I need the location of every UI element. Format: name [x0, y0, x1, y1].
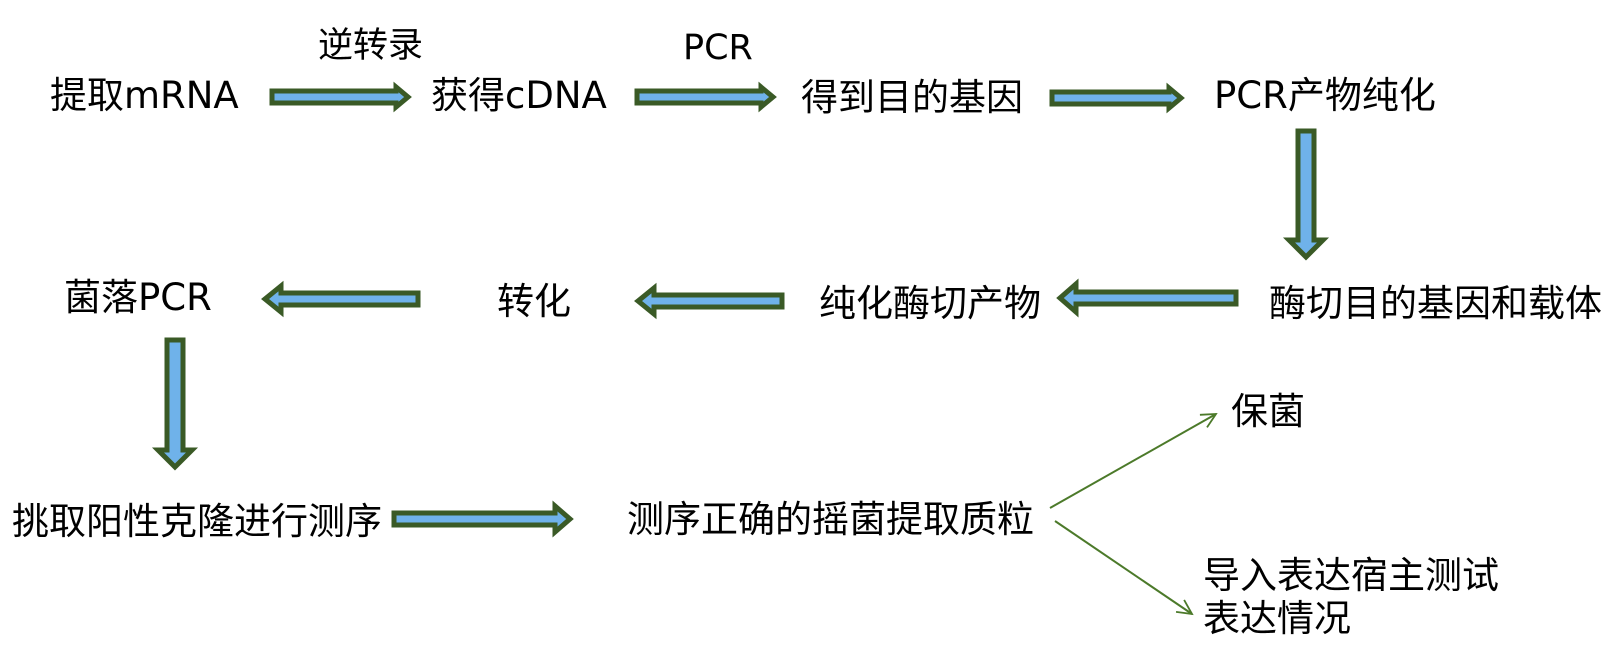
node-plasmid-extract: 测序正确的摇菌提取质粒	[627, 498, 1034, 541]
node-get-cdna: 获得cDNA	[431, 74, 607, 117]
node-get-target-gene: 得到目的基因	[801, 76, 1023, 119]
node-extract-mrna: 提取mRNA	[50, 74, 239, 117]
node-pick-clones: 挑取阳性克隆进行测序	[12, 500, 382, 543]
arrow-colony-to-pick	[151, 337, 199, 471]
label-pcr: PCR	[683, 28, 753, 68]
arrow-gene-to-purify	[1049, 82, 1185, 114]
node-colony-pcr: 菌落PCR	[64, 276, 212, 319]
node-transform: 转化	[497, 280, 571, 323]
arrow-branch-express	[1054, 520, 1192, 614]
node-preserve: 保菌	[1231, 390, 1305, 433]
node-purify-digest: 纯化酶切产物	[819, 282, 1041, 325]
node-express-line2: 表达情况	[1203, 597, 1351, 640]
arrow-pick-to-plasmid	[391, 500, 574, 538]
arrow-digest-to-purify-digest	[1056, 278, 1239, 318]
label-reverse-transcription: 逆转录	[318, 26, 424, 66]
node-express-line1: 导入表达宿主测试	[1203, 554, 1499, 597]
arrow-transform-to-colony	[261, 280, 421, 318]
arrow-extract-to-cdna	[269, 81, 412, 113]
arrow-purify-digest-to-transform	[634, 282, 785, 320]
arrow-purify-to-digest	[1282, 128, 1330, 261]
node-digest-gene-vector: 酶切目的基因和载体	[1269, 282, 1602, 325]
node-pcr-purify: PCR产物纯化	[1214, 74, 1436, 117]
arrow-branch-preserve	[1049, 414, 1216, 509]
arrow-cdna-to-gene	[634, 81, 777, 113]
